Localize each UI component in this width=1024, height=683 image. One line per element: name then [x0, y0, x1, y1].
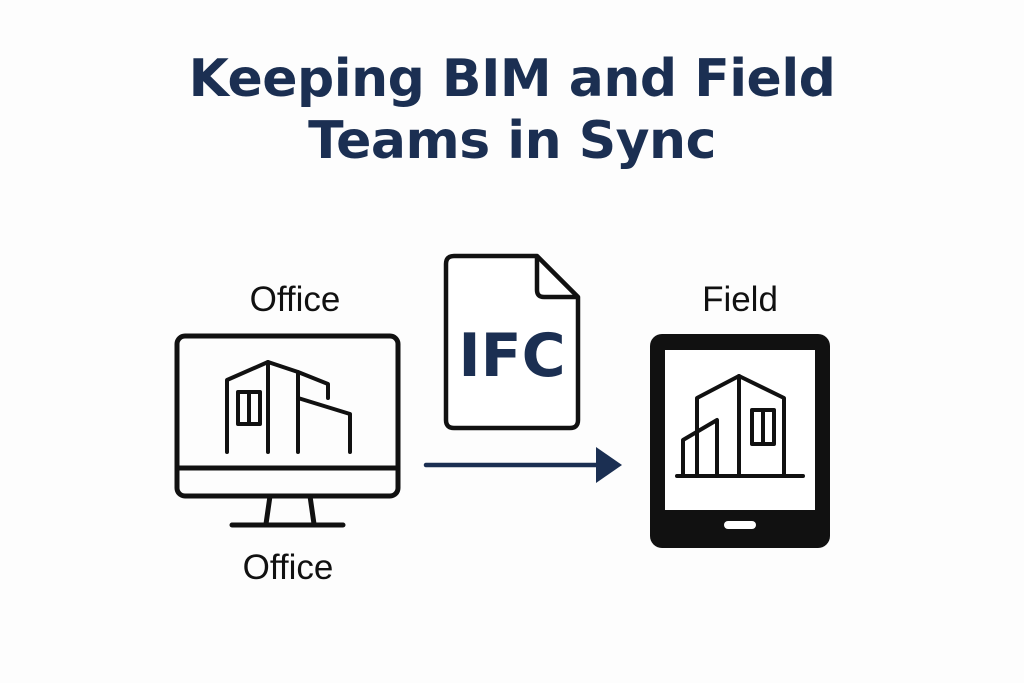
document-file-icon [443, 253, 581, 431]
desktop-monitor-icon [174, 333, 401, 528]
office-label-bottom: Office [242, 548, 334, 587]
diagram-title: Keeping BIM and Field Teams in Sync [0, 48, 1024, 172]
office-label-top: Office [249, 280, 341, 319]
title-line-2: Teams in Sync [308, 111, 716, 171]
title-line-1: Keeping BIM and Field [188, 49, 836, 109]
arrow-right-icon [423, 447, 622, 483]
file-format-label: IFC [458, 321, 565, 391]
field-building-icon [675, 374, 805, 478]
field-label: Field [702, 280, 778, 319]
office-building-icon [225, 360, 352, 454]
